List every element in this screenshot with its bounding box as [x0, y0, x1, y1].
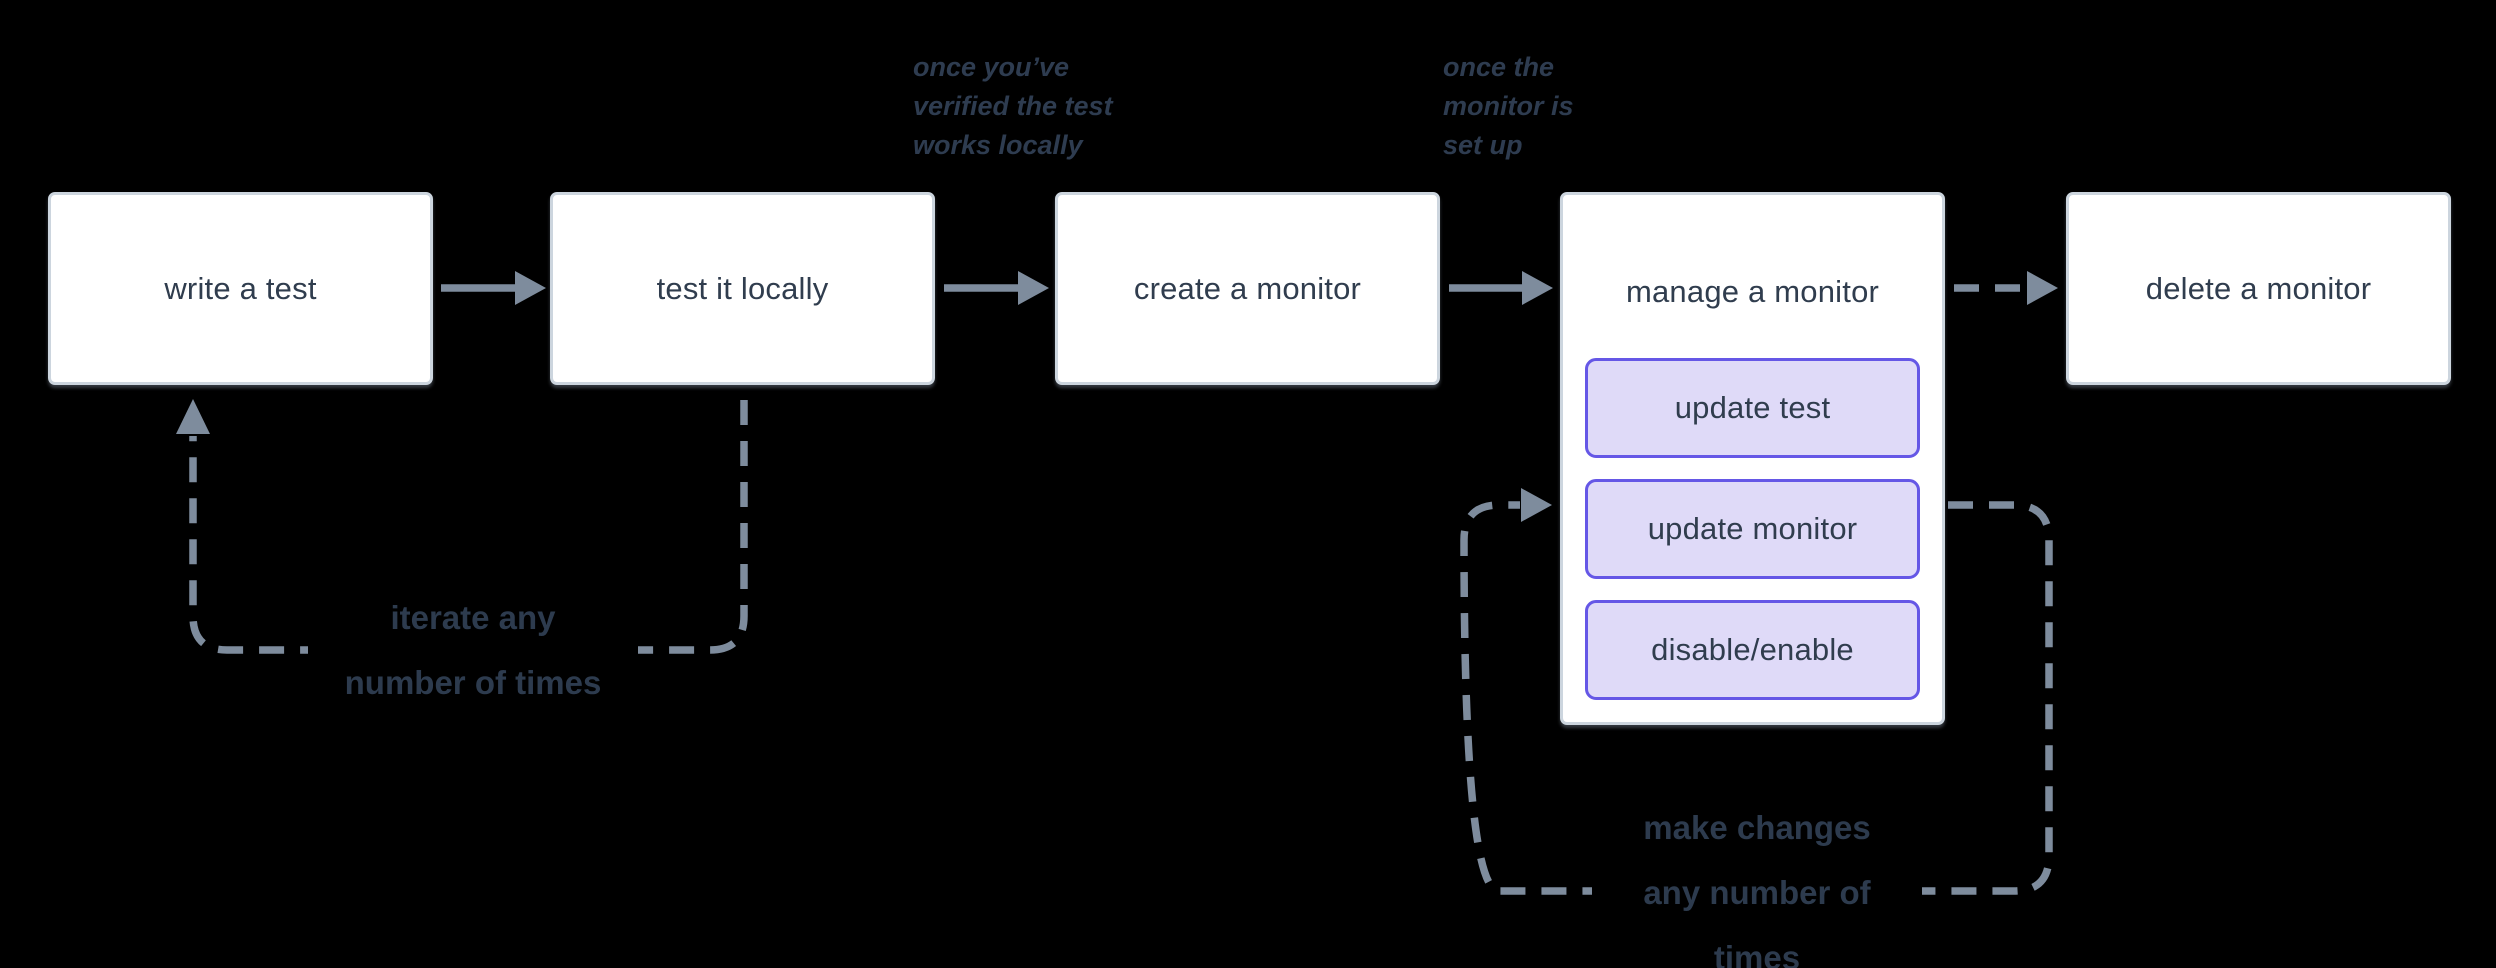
flow-node-test-it-locally: test it locally	[550, 192, 935, 385]
annotation-once-monitor-setup: once the monitor is set up	[1443, 48, 1574, 165]
annotation-line: monitor is	[1443, 91, 1574, 121]
action-update-test: update test	[1585, 358, 1920, 458]
loop-iterate-arrowhead	[176, 399, 210, 434]
loop-label-iterate: iterate any number of times	[308, 585, 638, 715]
loop-label-line: any number of	[1643, 874, 1871, 911]
loop-label-line: make changes	[1643, 809, 1871, 846]
manage-actions: update test update monitor disable/enabl…	[1585, 358, 1920, 721]
loop-label-line: number of times	[344, 664, 602, 701]
node-label: test it locally	[656, 270, 829, 306]
loop-label-line: times	[1713, 939, 1801, 968]
dashed-arrow-manage-to-delete	[1954, 271, 2058, 305]
arrow-test-to-create	[944, 271, 1049, 305]
annotation-line: once the	[1443, 52, 1555, 82]
annotation-once-verified: once you’ve verified the test works loca…	[913, 48, 1113, 165]
loop-label-line: iterate any	[390, 599, 556, 636]
flow-node-delete-a-monitor: delete a monitor	[2066, 192, 2451, 385]
flow-node-manage-a-monitor: manage a monitor update test update moni…	[1560, 192, 1945, 725]
action-label: update monitor	[1647, 511, 1858, 546]
annotation-line: verified the test	[913, 91, 1113, 121]
loop-make-changes-arrowhead	[1521, 488, 1552, 522]
flow-node-create-a-monitor: create a monitor	[1055, 192, 1440, 385]
annotation-line: once you’ve	[913, 52, 1070, 82]
node-label: manage a monitor	[1625, 274, 1880, 309]
node-label: create a monitor	[1133, 270, 1362, 306]
annotation-line: set up	[1443, 130, 1523, 160]
arrow-create-to-manage	[1449, 271, 1553, 305]
node-label: delete a monitor	[2145, 270, 2372, 306]
annotation-line: works locally	[913, 130, 1083, 160]
action-disable-enable: disable/enable	[1585, 600, 1920, 700]
loop-make-changes-path	[1460, 488, 2053, 895]
action-update-monitor: update monitor	[1585, 479, 1920, 579]
loop-label-make-changes: make changes any number of times	[1592, 795, 1922, 968]
flow-node-write-a-test: write a test	[48, 192, 433, 385]
action-label: update test	[1674, 390, 1831, 425]
action-label: disable/enable	[1651, 632, 1854, 667]
arrow-write-to-test	[441, 271, 546, 305]
node-label: write a test	[164, 270, 317, 306]
